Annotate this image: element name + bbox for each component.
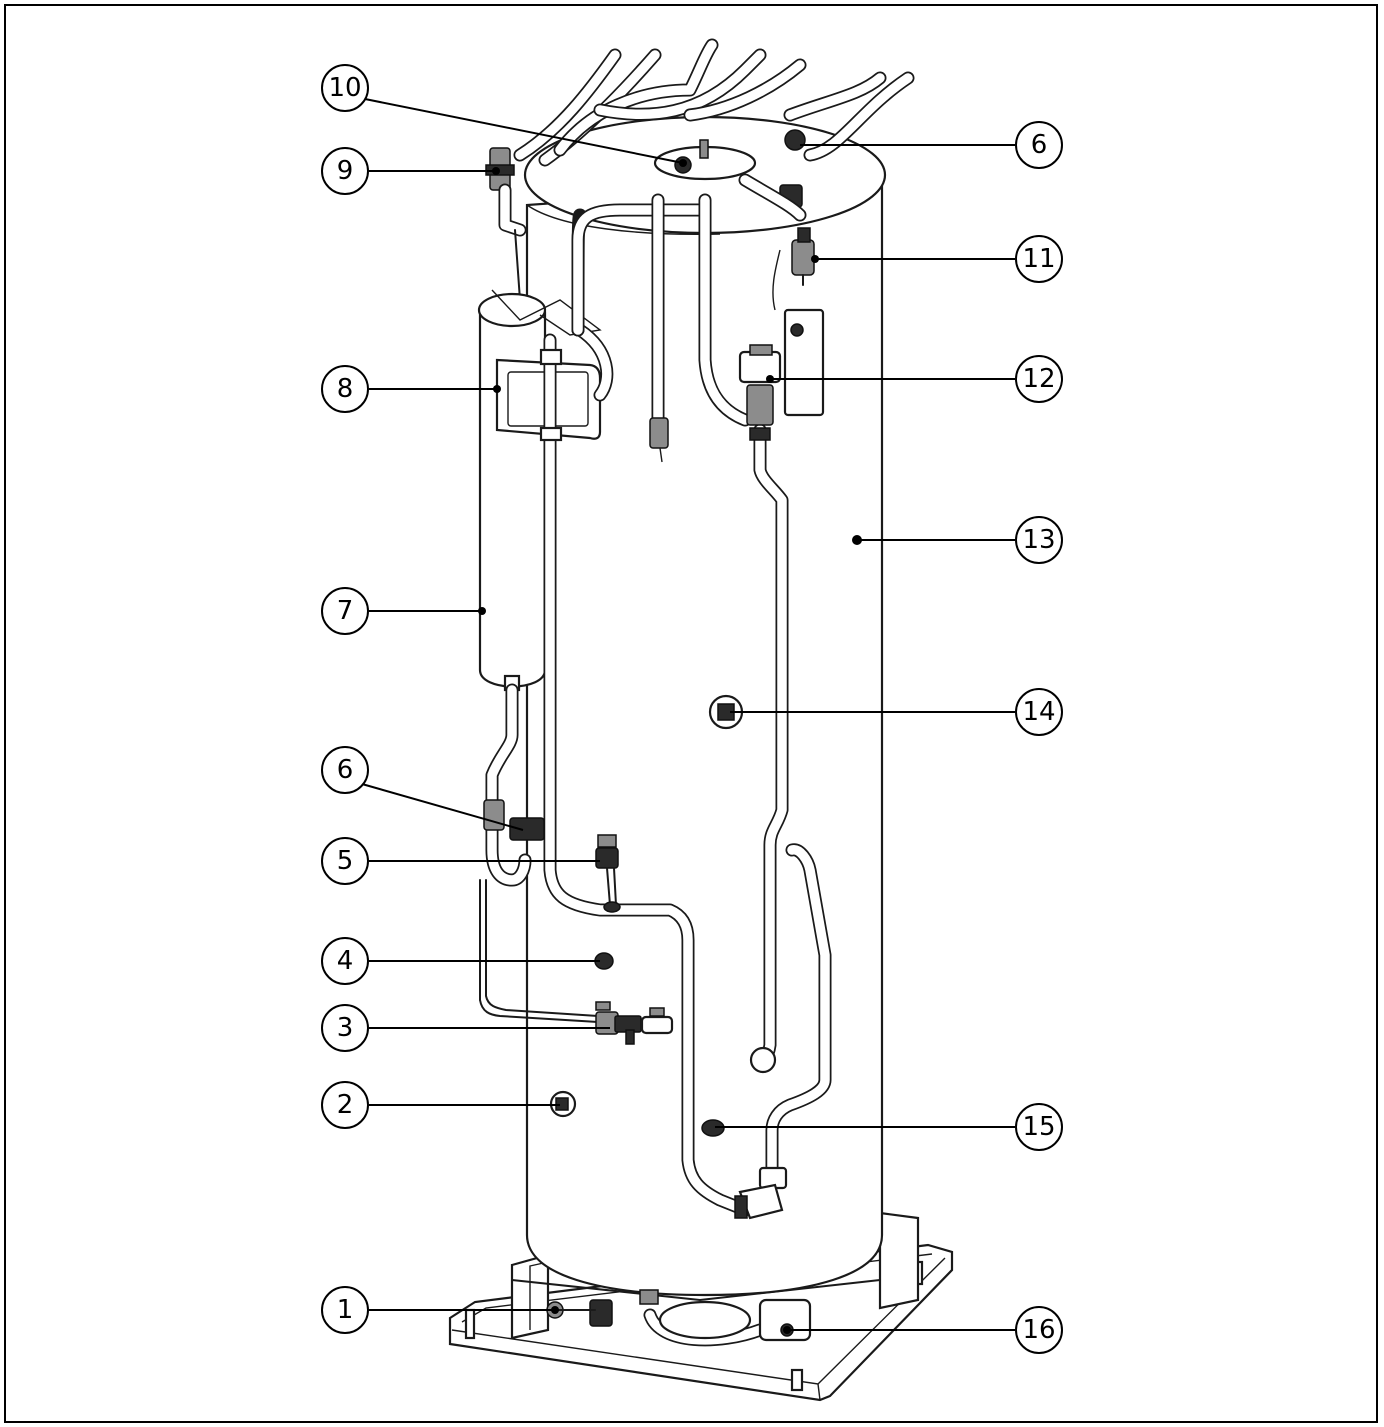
- top-pipe-bundle: [513, 38, 915, 167]
- callout-label-15: 15: [1022, 1112, 1055, 1142]
- top-right-valve: [791, 227, 815, 286]
- callout-label-6-left: 6: [337, 755, 354, 785]
- callout-label-12: 12: [1022, 364, 1055, 394]
- callout-2: [321, 1081, 369, 1129]
- callout-11: [1015, 235, 1063, 283]
- callout-label-16: 16: [1022, 1315, 1055, 1345]
- callout-label-1: 1: [337, 1295, 354, 1325]
- callout-6-left: [321, 746, 369, 794]
- callout-label-3: 3: [337, 1013, 354, 1043]
- callout-10: [321, 64, 369, 112]
- right-return-pipe: [698, 193, 789, 1074]
- callout-1: [321, 1286, 369, 1334]
- callout-6-right: [1015, 121, 1063, 169]
- callout-4: [321, 937, 369, 985]
- callout-15: [1015, 1103, 1063, 1151]
- callout-13: [1015, 516, 1063, 564]
- left-vertical-pipe: [539, 203, 752, 1217]
- tank-fittings: [549, 694, 744, 1137]
- callout-label-11: 11: [1022, 244, 1055, 274]
- callout-14: [1015, 688, 1063, 736]
- callout-label-9: 9: [337, 156, 354, 186]
- top-connections: [653, 129, 807, 222]
- callout-label-4: 4: [337, 946, 354, 976]
- sensor-pipe: [649, 193, 669, 463]
- left-lower-plumbing: [479, 683, 674, 1045]
- callout-8: [321, 365, 369, 413]
- callout-7: [321, 587, 369, 635]
- callout-12: [1015, 355, 1063, 403]
- callout-label-2: 2: [337, 1090, 354, 1120]
- callouts: 1 2 3 4 5 6 7 8 9: [321, 64, 1063, 1354]
- callout-label-7: 7: [337, 596, 354, 626]
- callout-label-8: 8: [337, 374, 354, 404]
- right-side-loop: [734, 843, 832, 1220]
- air-vent-valve: [485, 147, 527, 301]
- callout-label-5: 5: [337, 846, 354, 876]
- callout-3: [321, 1004, 369, 1052]
- callout-16: [1015, 1306, 1063, 1354]
- callout-9: [321, 147, 369, 195]
- motorized-valve: [738, 249, 825, 441]
- callout-label-13: 13: [1022, 525, 1055, 555]
- callout-label-6-right: 6: [1031, 130, 1048, 160]
- callout-label-10: 10: [328, 73, 361, 103]
- callout-5: [321, 837, 369, 885]
- callout-label-14: 14: [1022, 697, 1055, 727]
- drain-valve-5: [595, 834, 621, 913]
- bottom-compressor: [546, 1289, 812, 1347]
